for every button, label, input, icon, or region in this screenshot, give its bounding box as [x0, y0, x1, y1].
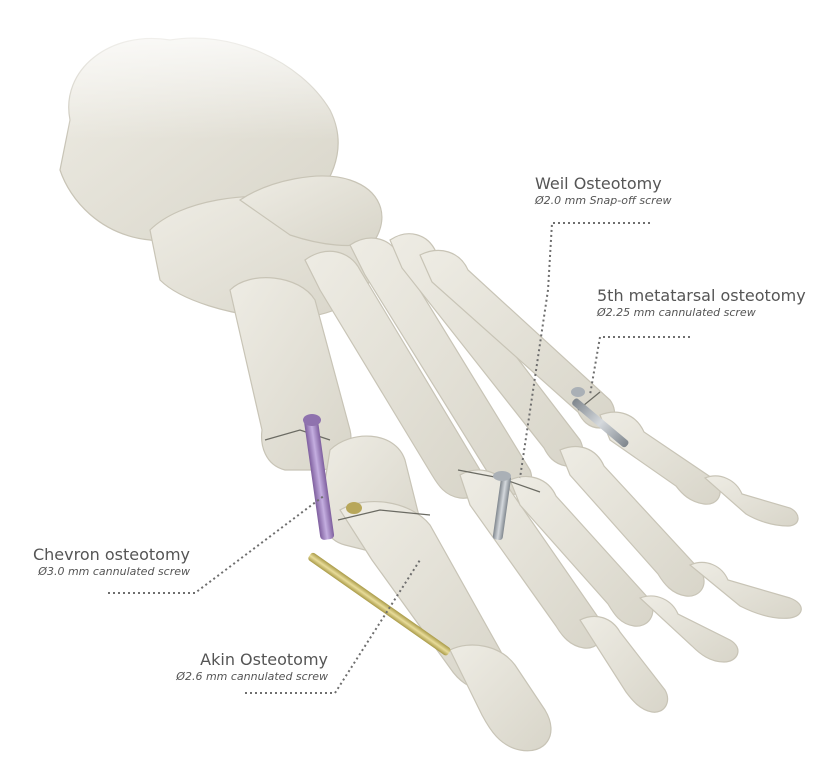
- top-fade-overlay: [0, 0, 830, 140]
- fifth-metatarsal-osteotomy-subtitle: Ø2.25 mm cannulated screw: [597, 306, 806, 320]
- akin-osteotomy-subtitle: Ø2.6 mm cannulated screw: [140, 670, 328, 684]
- chevron-osteotomy-label: Chevron osteotomy Ø3.0 mm cannulated scr…: [10, 545, 190, 579]
- weil-osteotomy-subtitle: Ø2.0 mm Snap-off screw: [535, 194, 650, 208]
- fifth-metatarsal-osteotomy-label: 5th metatarsal osteotomy Ø2.25 mm cannul…: [597, 286, 806, 320]
- chevron-osteotomy-subtitle: Ø3.0 mm cannulated screw: [10, 565, 190, 579]
- fifth-metatarsal-osteotomy-title: 5th metatarsal osteotomy: [597, 286, 806, 306]
- akin-osteotomy-title: Akin Osteotomy: [140, 650, 328, 670]
- chevron-osteotomy-title: Chevron osteotomy: [10, 545, 190, 565]
- weil-osteotomy-label: Weil Osteotomy Ø2.0 mm Snap-off screw: [535, 174, 650, 208]
- akin-osteotomy-label: Akin Osteotomy Ø2.6 mm cannulated screw: [140, 650, 328, 684]
- weil-osteotomy-title: Weil Osteotomy: [535, 174, 650, 194]
